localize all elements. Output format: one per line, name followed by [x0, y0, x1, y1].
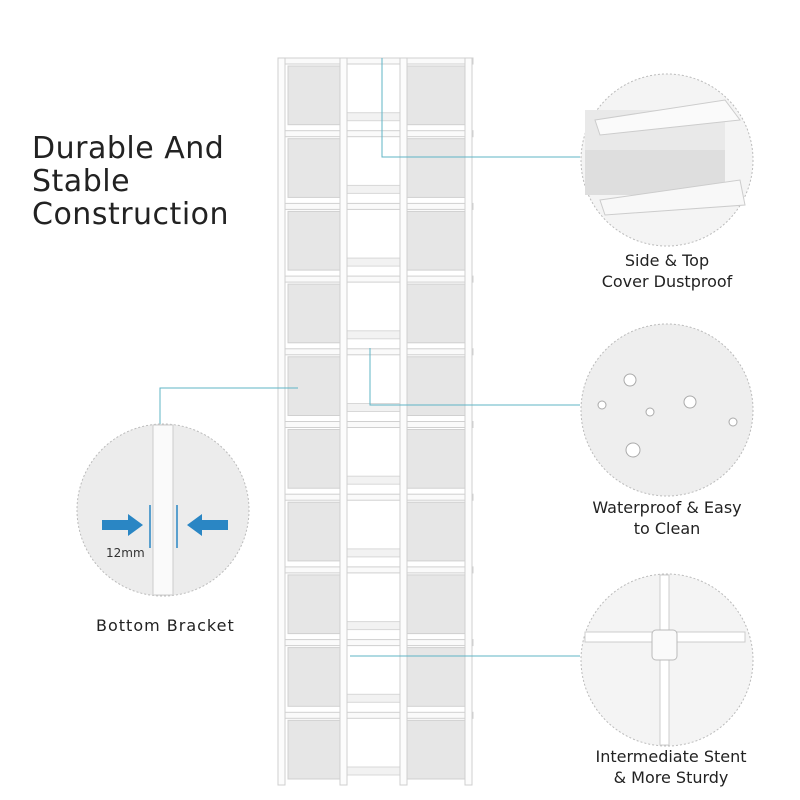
rack-part	[287, 719, 344, 780]
rack-part	[402, 210, 466, 271]
rack-part	[342, 257, 404, 267]
headline-line: Durable And	[32, 131, 225, 166]
rack-part	[277, 275, 474, 283]
rack-part	[402, 719, 466, 780]
rack-part	[287, 210, 344, 271]
rack-part	[287, 647, 344, 707]
rack-part	[402, 138, 466, 198]
caption-line: Side & Top	[624, 251, 710, 270]
detail-circle-bracket	[76, 423, 250, 597]
rack-part	[287, 574, 344, 635]
headline-line: Construction	[32, 197, 230, 232]
headline-line: Stable	[32, 164, 131, 199]
rack-part	[277, 130, 474, 138]
detail-circle-fabric	[580, 323, 754, 497]
rack-part	[339, 57, 348, 786]
rack-part	[402, 65, 466, 126]
rack-part	[342, 184, 404, 194]
rack-part	[342, 693, 404, 703]
rack-part	[277, 639, 474, 647]
rack-part	[277, 711, 474, 719]
rack-part	[402, 574, 466, 635]
caption-line: Intermediate Stent	[595, 747, 747, 766]
rack-part	[287, 356, 344, 416]
rack-part	[402, 356, 466, 416]
rack-part	[402, 429, 466, 489]
feature-caption-dustproof: Side & Top Cover Dustproof	[587, 250, 747, 292]
bottom-bracket-caption: Bottom Bracket	[96, 616, 235, 635]
callout-lines	[159, 58, 580, 657]
rack-part	[277, 57, 474, 65]
rack-part	[287, 283, 344, 344]
rack-part	[277, 566, 474, 574]
rack-part	[342, 548, 404, 558]
detail-circle-stent	[580, 573, 754, 747]
rack-part	[402, 501, 466, 562]
rack-part	[277, 202, 474, 210]
rack-part	[399, 57, 408, 786]
detail-circle-top	[580, 73, 754, 247]
rack-part	[402, 283, 466, 344]
rack-part	[277, 493, 474, 501]
rack-part	[287, 501, 344, 562]
rack-part	[342, 621, 404, 631]
measure-label: 12mm	[106, 546, 145, 560]
rack-part	[464, 57, 473, 786]
caption-line: Cover Dustproof	[601, 272, 733, 291]
rack-part	[342, 112, 404, 122]
caption-line: & More Sturdy	[613, 768, 729, 787]
rack-part	[277, 57, 286, 786]
headline: Durable And Stable Construction	[32, 132, 229, 231]
rack-part	[277, 348, 474, 356]
rack-part	[277, 421, 474, 428]
rack-part	[342, 330, 404, 340]
caption-line: to Clean	[633, 519, 701, 538]
rack-part	[342, 475, 404, 485]
rack-part	[287, 429, 344, 489]
rack-part	[287, 138, 344, 198]
feature-caption-waterproof: Waterproof & Easy to Clean	[582, 497, 752, 539]
caption-line: Waterproof & Easy	[592, 498, 742, 517]
rack-part	[342, 766, 404, 776]
shoe-rack-image	[277, 57, 474, 786]
rack-part	[287, 65, 344, 126]
feature-caption-stent: Intermediate Stent & More Sturdy	[586, 746, 756, 788]
